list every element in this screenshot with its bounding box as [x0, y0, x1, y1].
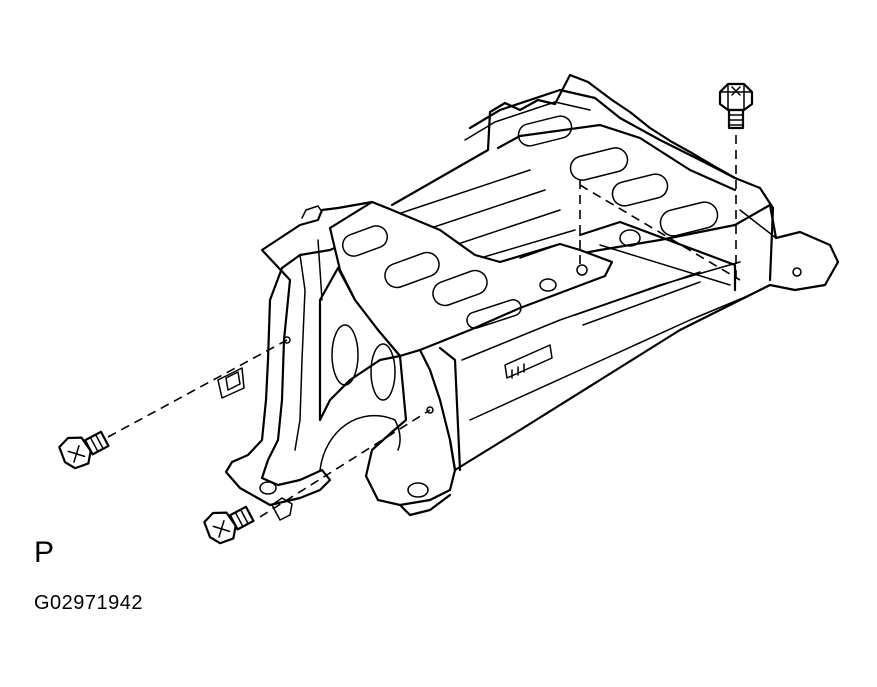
bracket-assembly	[217, 200, 614, 521]
alignment-line-top-plate	[579, 180, 741, 281]
alignment-line-left-lower	[259, 409, 431, 518]
bolt-top-right	[718, 82, 754, 130]
figure-id: G02971942	[34, 592, 144, 614]
alignment-line-left-upper	[107, 339, 288, 438]
bolt-left-upper	[58, 430, 110, 470]
view-label: P	[34, 536, 55, 569]
bolt-left-lower	[203, 505, 255, 545]
